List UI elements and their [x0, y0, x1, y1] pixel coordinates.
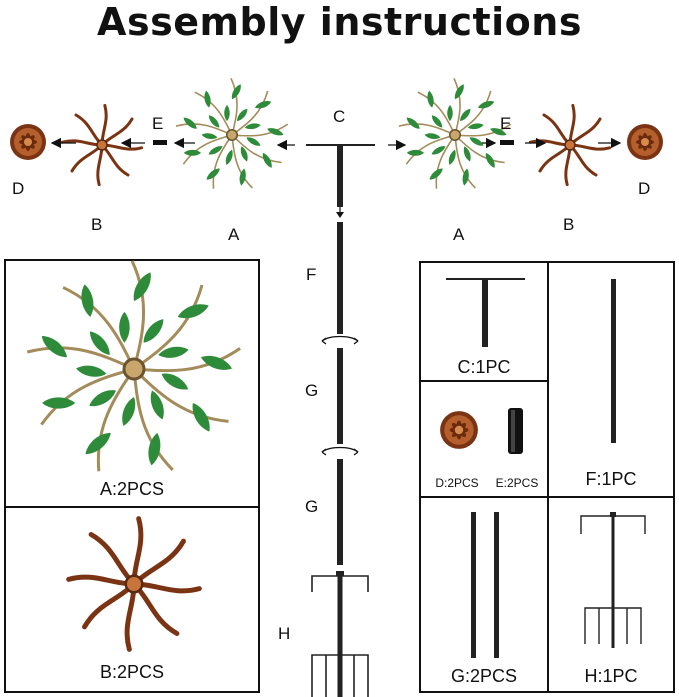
- spacer-e-right: [500, 140, 514, 145]
- part-c-label: C:1PC: [457, 357, 511, 377]
- part-c-box: C:1PC: [419, 261, 549, 382]
- spinner-a-right: [399, 78, 511, 188]
- t-bar-c: [306, 144, 375, 218]
- part-g-box: G:2PCS: [419, 496, 549, 693]
- part-f-box: F:1PC: [547, 261, 675, 498]
- page-title: Assembly instructions: [97, 0, 582, 44]
- spinner-a-left: [176, 78, 288, 188]
- label-d-right: D: [638, 179, 651, 198]
- label-d-left: D: [12, 179, 25, 198]
- label-b-right: B: [563, 215, 575, 234]
- part-b-box: B:2PCS: [4, 506, 260, 693]
- twist-arrow-2: [321, 446, 359, 456]
- label-e-right: E: [500, 114, 512, 133]
- medallion-d-left: [10, 124, 46, 160]
- part-h-label: H:1PC: [584, 666, 638, 686]
- label-g-1: G: [305, 381, 319, 400]
- label-c: C: [333, 107, 346, 126]
- twist-arrow-1: [321, 335, 359, 345]
- label-a-right: A: [453, 225, 465, 244]
- part-h-box: H:1PC: [547, 496, 675, 693]
- label-h: H: [278, 624, 291, 643]
- poles-g-image: [471, 512, 499, 658]
- spinner-b-right: [528, 103, 612, 187]
- part-a-box: A:2PCS: [4, 259, 260, 508]
- pole-g-2: [337, 459, 343, 565]
- spinner-b-left: [60, 103, 144, 187]
- part-d-label: D:2PCS: [435, 476, 479, 490]
- part-f-label: F:1PC: [585, 469, 637, 489]
- part-g-label: G:2PCS: [450, 666, 518, 686]
- pole-f-image: [611, 279, 616, 443]
- spinner-a-image: [6, 261, 262, 510]
- stake-h: [311, 571, 369, 697]
- parts-de-image: [440, 408, 523, 454]
- stake-h-image: [580, 512, 646, 648]
- label-f: F: [306, 265, 317, 284]
- medallion-d-right: [627, 124, 663, 160]
- label-g-2: G: [305, 497, 319, 516]
- part-a-label: A:2PCS: [99, 479, 165, 499]
- label-b-left: B: [91, 215, 103, 234]
- assembly-diagram: [10, 0, 663, 218]
- part-e-label: E:2PCS: [495, 476, 539, 490]
- part-b-label: B:2PCS: [99, 662, 165, 682]
- assembly-arrows: [50, 137, 622, 151]
- t-bar-c-image: [446, 278, 525, 347]
- label-e-left: E: [152, 114, 164, 133]
- pole-g-1: [337, 348, 343, 444]
- spacer-e-left: [153, 140, 167, 145]
- label-a-left: A: [228, 225, 240, 244]
- part-de-box: D:2PCS E:2PCS: [419, 380, 549, 498]
